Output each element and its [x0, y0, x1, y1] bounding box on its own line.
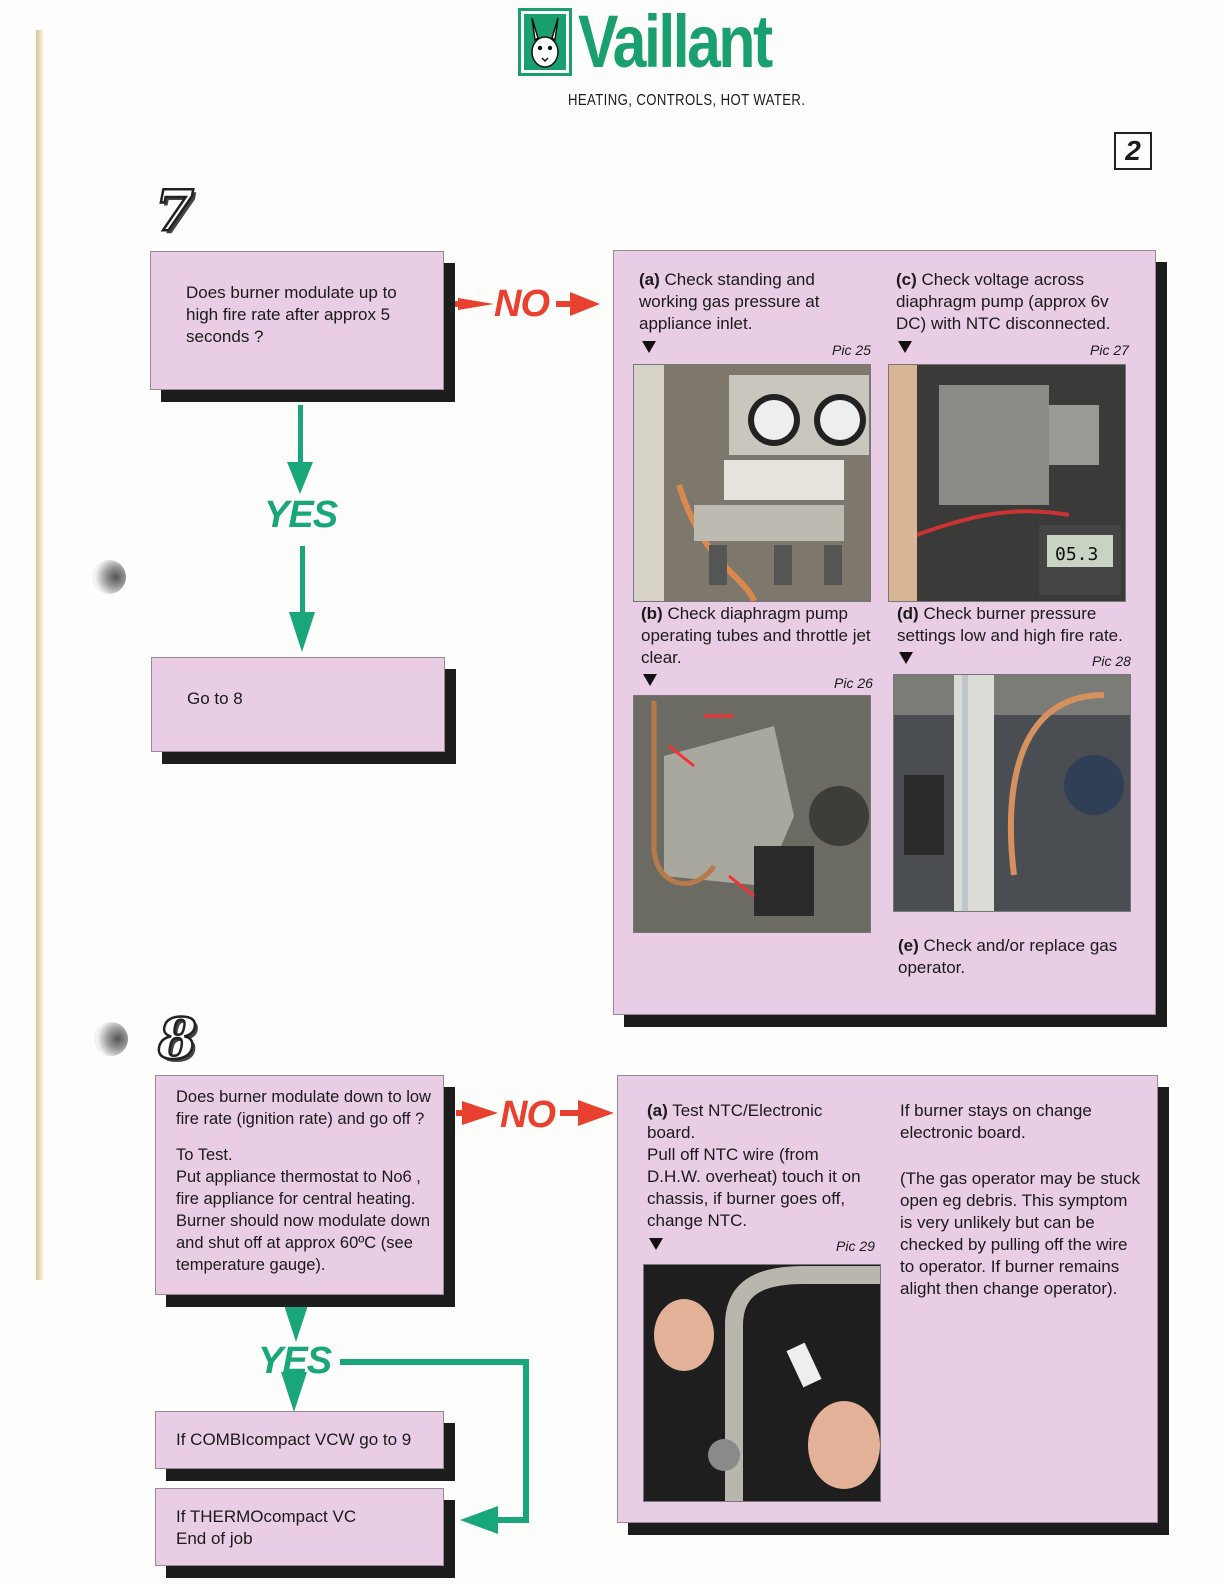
- meter-reading: 05.3: [1055, 544, 1098, 565]
- step8-question: Does burner modulate down to low fire ra…: [176, 1086, 437, 1130]
- down-triangle-icon: [898, 341, 912, 353]
- check-b-text: Check diaphragm pump operating tubes and…: [641, 604, 871, 667]
- step7-question-box: Does burner modulate up to high fire rat…: [150, 251, 444, 390]
- check-d: (d) Check burner pressure settings low a…: [897, 603, 1147, 647]
- check-e-text: Check and/or replace gas operator.: [898, 936, 1117, 977]
- step-number-7: 7: [155, 178, 194, 244]
- step7-goto: Go to 8: [187, 688, 424, 710]
- step8-check-a-text: Pull off NTC wire (from D.H.W. overheat)…: [647, 1145, 861, 1230]
- down-triangle-icon: [642, 341, 656, 353]
- step8-test-text: Put appliance thermostat to No6 , fire a…: [176, 1166, 437, 1276]
- step7-no-label: NO: [494, 283, 549, 326]
- step8-test-title: To Test.: [176, 1144, 437, 1166]
- down-triangle-icon: [643, 674, 657, 686]
- photo-voltmeter-pump: 05.3: [888, 364, 1126, 602]
- step8-question-box: Does burner modulate down to low fire ra…: [155, 1075, 444, 1295]
- check-b: (b) Check diaphragm pump operating tubes…: [641, 603, 876, 669]
- step8-right-2: (The gas operator may be stuck open eg d…: [900, 1168, 1140, 1300]
- step7-checks-box: (a) Check standing and working gas press…: [613, 250, 1156, 1015]
- photo-ntc-wire: [643, 1264, 881, 1502]
- step8-check-a-letter: (a): [647, 1101, 668, 1120]
- pic-25-label: Pic 25: [832, 339, 871, 361]
- step7-yes-label: YES: [264, 494, 337, 537]
- check-b-letter: (b): [641, 604, 663, 623]
- photo-gas-valve-gauges: [633, 364, 871, 602]
- step8-checks-box: (a) Test NTC/Electronic board. Pull off …: [617, 1075, 1158, 1523]
- check-e-letter: (e): [898, 936, 919, 955]
- step8-check-a: (a) Test NTC/Electronic board. Pull off …: [647, 1100, 867, 1232]
- step7-goto-box: Go to 8: [151, 657, 445, 752]
- step8-no-label: NO: [500, 1094, 555, 1137]
- check-c-letter: (c): [896, 270, 917, 289]
- photo-diaphragm-pump: [633, 695, 871, 933]
- pic-28-label: Pic 28: [1092, 650, 1131, 672]
- photo-manometer-burner: [893, 674, 1131, 912]
- pic-29-label: Pic 29: [836, 1235, 875, 1257]
- pic-27-label: Pic 27: [1090, 339, 1129, 361]
- check-d-letter: (d): [897, 604, 919, 623]
- check-a-letter: (a): [639, 270, 660, 289]
- down-triangle-icon: [899, 652, 913, 664]
- check-c: (c) Check voltage across diaphragm pump …: [896, 269, 1141, 335]
- thermo-line2: End of job: [176, 1528, 435, 1550]
- step8-right-1: If burner stays on change electronic boa…: [900, 1100, 1140, 1144]
- step-number-8: 8: [158, 1006, 197, 1072]
- check-e: (e) Check and/or replace gas operator.: [898, 935, 1148, 979]
- step8-check-a-title: Test NTC/Electronic board.: [647, 1101, 822, 1142]
- check-a: (a) Check standing and working gas press…: [639, 269, 859, 335]
- check-a-text: Check standing and working gas pressure …: [639, 270, 819, 333]
- combi-text: If COMBIcompact VCW go to 9: [176, 1429, 435, 1451]
- thermo-line1: If THERMOcompact VC: [176, 1506, 435, 1528]
- down-triangle-icon: [649, 1238, 663, 1250]
- step8-yes-label: YES: [258, 1340, 331, 1383]
- check-d-text: Check burner pressure settings low and h…: [897, 604, 1123, 645]
- step7-question: Does burner modulate up to high fire rat…: [186, 282, 423, 348]
- combi-box: If COMBIcompact VCW go to 9: [155, 1411, 444, 1469]
- pic-26-label: Pic 26: [834, 672, 873, 694]
- check-c-text: Check voltage across diaphragm pump (app…: [896, 270, 1110, 333]
- thermo-box: If THERMOcompact VC End of job: [155, 1488, 444, 1566]
